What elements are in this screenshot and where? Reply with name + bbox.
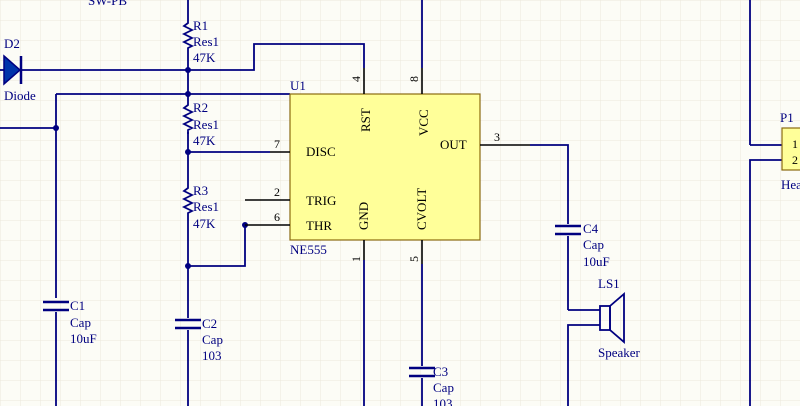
diode-triangle xyxy=(3,54,22,86)
pin-name-gnd: GND xyxy=(356,202,371,230)
speaker-ls1[interactable]: LS1 Speaker xyxy=(598,276,641,360)
pin-number-rst: 4 xyxy=(349,76,363,82)
u1-designator: U1 xyxy=(290,78,306,93)
c3-comment: Cap xyxy=(433,380,454,395)
capacitor-c4[interactable]: C4 Cap 10uF xyxy=(555,221,610,269)
pin-name-cvolt: CVOLT xyxy=(414,188,429,230)
wire-thr-node[interactable] xyxy=(188,225,246,267)
junctions xyxy=(53,67,248,269)
r2-comment: Res1 xyxy=(193,117,219,132)
ls1-comment: Speaker xyxy=(598,345,641,360)
wire-header-pin2[interactable] xyxy=(749,159,782,406)
c1-value: 10uF xyxy=(70,331,97,346)
sw-label: SW-PB xyxy=(88,0,127,8)
d2-comment: Diode xyxy=(4,88,36,103)
pin-name-rst: RST xyxy=(358,108,373,132)
wires xyxy=(0,0,782,406)
pin-number-out: 3 xyxy=(494,130,500,144)
r2-designator: R2 xyxy=(193,100,208,115)
diode-d2[interactable]: D2 Diode xyxy=(3,36,36,103)
junction-dot xyxy=(185,149,191,155)
pin-number-disc: 7 xyxy=(274,137,280,151)
junction-dot xyxy=(185,91,191,97)
capacitor-c3[interactable]: C3 Cap 103 xyxy=(409,364,454,406)
ic-u1-ne555[interactable]: U1 NE555 4 8 7 3 2 6 1 5 RST VCC DISC OU… xyxy=(245,68,530,264)
c1-comment: Cap xyxy=(70,315,91,330)
c1-designator: C1 xyxy=(70,298,85,313)
d2-designator: D2 xyxy=(4,36,20,51)
wire-rst-loop[interactable] xyxy=(188,43,365,71)
c3-designator: C3 xyxy=(433,364,448,379)
c2-value: 103 xyxy=(202,348,222,363)
r1-value: 47K xyxy=(193,50,216,65)
r3-value: 47K xyxy=(193,216,216,231)
resistor-symbol xyxy=(181,20,195,50)
p1-pin2: 2 xyxy=(792,153,798,167)
resistor-symbol xyxy=(181,185,195,215)
c4-designator: C4 xyxy=(583,221,599,236)
resistor-r1[interactable]: R1 Res1 47K xyxy=(181,18,219,65)
wire-out-c4[interactable] xyxy=(530,144,569,224)
pin-name-out: OUT xyxy=(440,137,467,152)
ic-body xyxy=(289,93,481,241)
resistor-r3[interactable]: R3 Res1 47K xyxy=(181,183,219,231)
c4-value: 10uF xyxy=(583,254,610,269)
u1-comment: NE555 xyxy=(290,242,327,257)
p1-comment: Hea xyxy=(781,177,800,192)
pin-number-gnd: 1 xyxy=(349,256,363,262)
ls1-designator: LS1 xyxy=(598,276,620,291)
c2-designator: C2 xyxy=(202,316,217,331)
wire-speaker-bottom[interactable] xyxy=(567,324,600,406)
resistor-symbol xyxy=(181,102,195,134)
r3-comment: Res1 xyxy=(193,199,219,214)
capacitor-c2[interactable]: C2 Cap 103 xyxy=(175,316,223,363)
p1-pin1: 1 xyxy=(792,137,798,151)
junction-dot xyxy=(185,263,191,269)
pin-name-trig: TRIG xyxy=(306,193,336,208)
r1-designator: R1 xyxy=(193,18,208,33)
c3-value: 103 xyxy=(433,396,453,406)
r3-designator: R3 xyxy=(193,183,208,198)
speaker-cone xyxy=(609,292,625,344)
junction-dot xyxy=(53,125,59,131)
capacitor-c1[interactable]: C1 Cap 10uF xyxy=(43,298,97,346)
r2-value: 47K xyxy=(193,133,216,148)
header-body xyxy=(781,127,800,171)
header-p1[interactable]: P1 1 2 Hea xyxy=(780,110,800,192)
resistor-r2[interactable]: R2 Res1 47K xyxy=(181,100,219,148)
pin-number-thr: 6 xyxy=(274,210,280,224)
pin-number-vcc: 8 xyxy=(407,76,421,82)
pin-name-vcc: VCC xyxy=(416,109,431,136)
pin-number-trig: 2 xyxy=(274,185,280,199)
pin-number-cvolt: 5 xyxy=(407,256,421,262)
pin-name-disc: DISC xyxy=(306,144,336,159)
r1-comment: Res1 xyxy=(193,34,219,49)
c4-comment: Cap xyxy=(583,237,604,252)
p1-designator: P1 xyxy=(780,110,794,125)
c2-comment: Cap xyxy=(202,332,223,347)
pin-name-thr: THR xyxy=(306,218,332,233)
junction-dot xyxy=(185,67,191,73)
